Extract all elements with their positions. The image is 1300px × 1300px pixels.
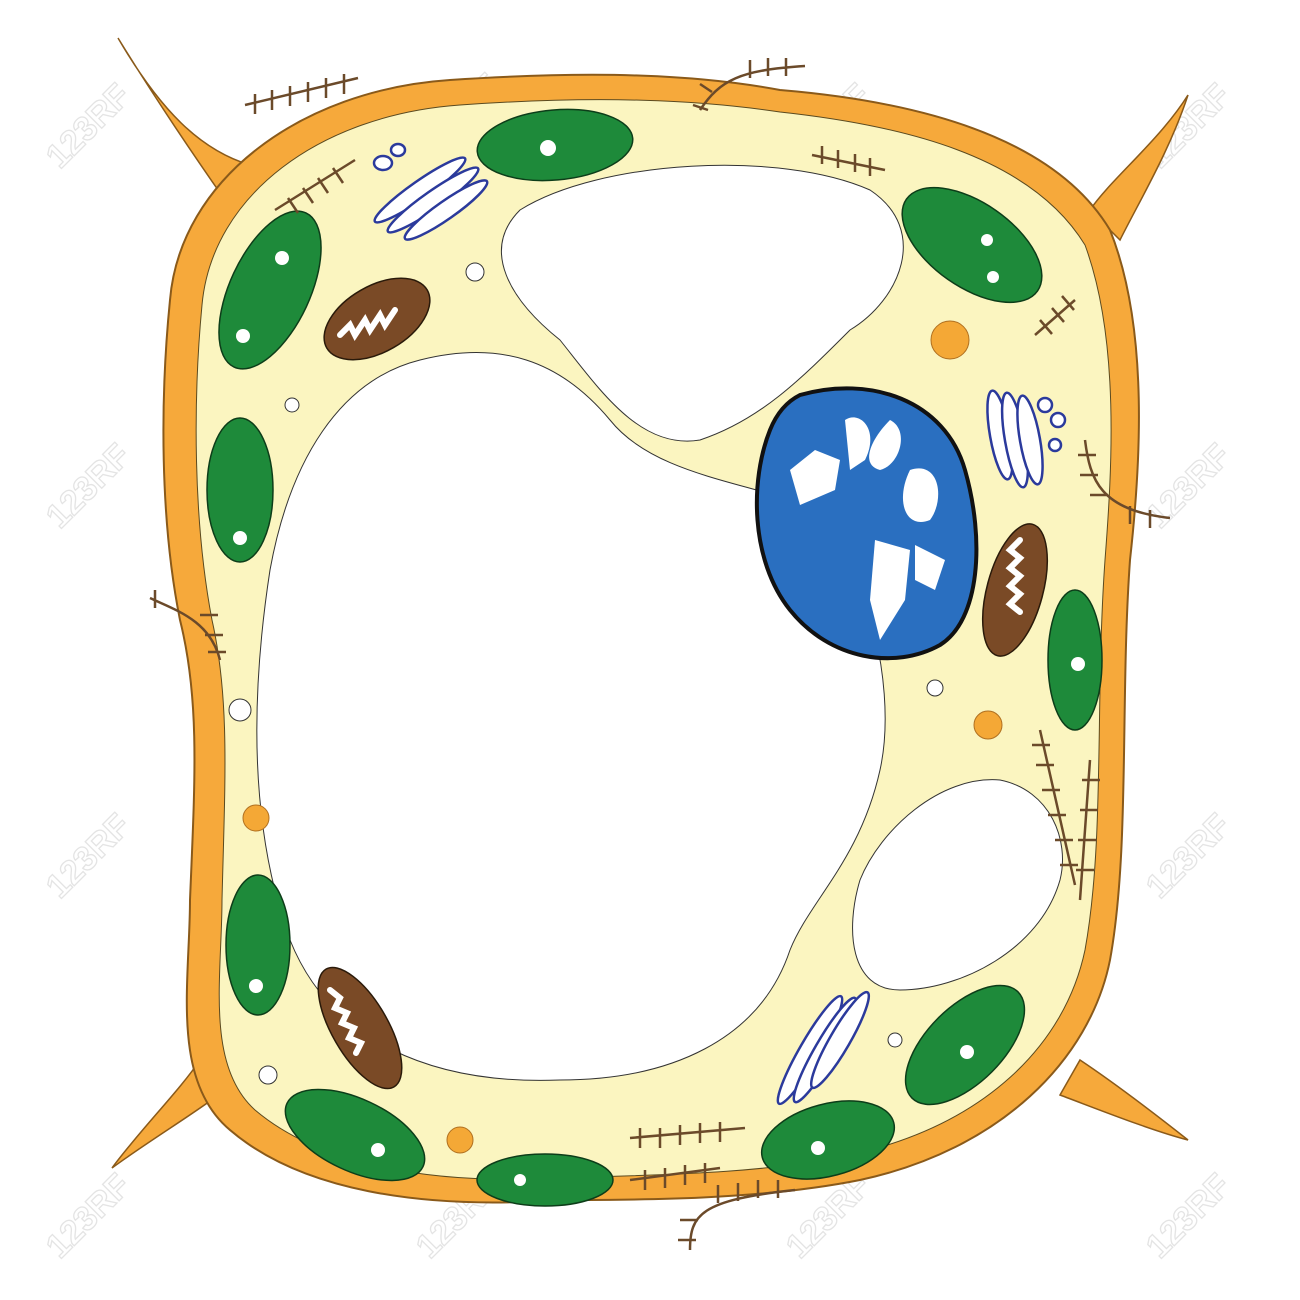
svg-text:123RF: 123RF (1139, 437, 1238, 536)
nucleus (754, 386, 979, 661)
neighbor-cell-walls (111, 37, 1189, 1169)
svg-text:123RF: 123RF (39, 807, 138, 906)
vesicles (228, 262, 1003, 1154)
chloroplast-granules (233, 140, 1085, 1186)
upper-vacuole (501, 164, 904, 442)
svg-text:123RF: 123RF (1139, 1167, 1238, 1266)
golgi-apparatus (372, 142, 1067, 1106)
svg-text:123RF: 123RF (39, 437, 138, 536)
plasmodesmata (149, 58, 1171, 1251)
central-vacuole (256, 352, 886, 1081)
chromatin (790, 417, 945, 640)
mitochondria-cristae (327, 307, 1025, 1056)
small-vacuole (852, 779, 1063, 991)
svg-text:123RF: 123RF (39, 1167, 138, 1266)
svg-text:123RF: 123RF (1139, 807, 1238, 906)
svg-text:123RF: 123RF (39, 77, 138, 176)
